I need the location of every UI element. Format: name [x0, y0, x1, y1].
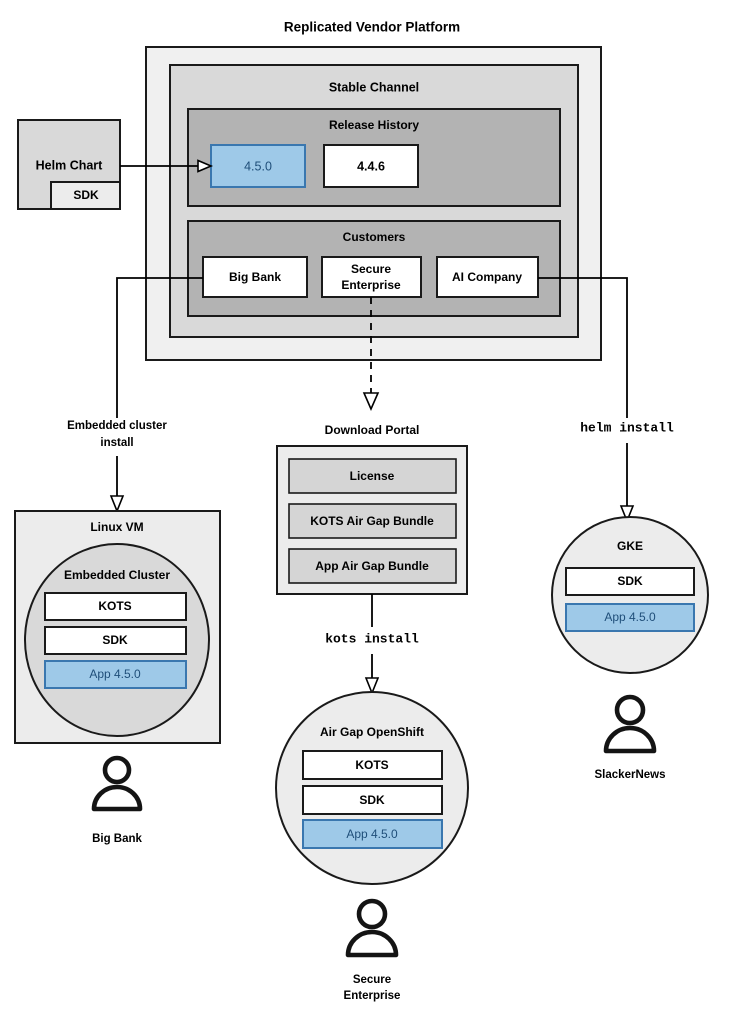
customer-secure-enterprise-label-line1: Secure	[351, 262, 391, 276]
actor-label-secure-enterprise-line2: Enterprise	[344, 990, 401, 1002]
release-4-5-0-label: 4.5.0	[244, 159, 272, 173]
artifact-kots-air-gap-bundle-box[interactable]	[288, 503, 457, 539]
linuxvm-component-kots-box[interactable]	[44, 592, 187, 621]
linux-vm-title: Linux VM	[90, 520, 143, 534]
person-icon-slackernews	[603, 694, 657, 754]
release-history-title: Release History	[329, 118, 419, 132]
customer-secure-enterprise-label-line2: Enterprise	[341, 278, 401, 292]
actor-label-slackernews: SlackerNews	[595, 769, 666, 781]
arrowhead-install-to-linuxvm	[109, 495, 125, 514]
linuxvm-component-kots-label: KOTS	[98, 599, 131, 613]
customer-big-bank-box[interactable]	[202, 256, 308, 298]
artifact-license-label: License	[350, 469, 395, 483]
openshift-component-app-box[interactable]	[302, 819, 443, 849]
release-4-4-6-label: 4.4.6	[357, 159, 385, 173]
release-4-5-0-box[interactable]	[210, 144, 306, 188]
customer-ai-company-label: AI Company	[452, 270, 522, 284]
openshift-component-kots-box[interactable]	[302, 750, 443, 780]
helm-chart-sdk-label: SDK	[73, 188, 99, 202]
gke-component-app-box[interactable]	[565, 603, 695, 632]
gke-component-app-label: App 4.5.0	[604, 610, 656, 624]
gke-component-sdk-label: SDK	[617, 574, 643, 588]
linuxvm-component-sdk-box[interactable]	[44, 626, 187, 655]
air-gap-openshift-title: Air Gap OpenShift	[320, 725, 424, 739]
embedded-cluster-install-label-line1: Embedded cluster	[67, 420, 167, 432]
helm-chart-sdk-box[interactable]	[50, 181, 121, 210]
arrowhead-helm-to-release	[197, 159, 214, 173]
arrowhead-secureenterprise-to-portal	[362, 392, 380, 411]
page-title: Replicated Vendor Platform	[284, 20, 460, 35]
linuxvm-component-app-label: App 4.5.0	[89, 667, 141, 681]
artifact-kots-air-gap-bundle-label: KOTS Air Gap Bundle	[310, 514, 434, 528]
openshift-component-kots-label: KOTS	[355, 758, 388, 772]
openshift-component-app-label: App 4.5.0	[346, 827, 398, 841]
person-icon-secure-enterprise	[345, 898, 399, 958]
openshift-component-sdk-label: SDK	[359, 793, 385, 807]
linuxvm-component-sdk-label: SDK	[102, 633, 128, 647]
customer-ai-company-box[interactable]	[436, 256, 539, 298]
release-4-4-6-box[interactable]	[323, 144, 419, 188]
embedded-cluster-title: Embedded Cluster	[64, 568, 170, 582]
download-portal-title: Download Portal	[325, 423, 420, 437]
connector-bigbank-to-linuxvm	[116, 277, 203, 418]
arrowhead-kotsinstall-to-openshift	[364, 677, 380, 696]
kots-install-label: kots install	[325, 631, 419, 646]
stable-channel-title: Stable Channel	[329, 80, 419, 94]
openshift-component-sdk-box[interactable]	[302, 785, 443, 815]
helm-install-label: helm install	[580, 420, 674, 435]
gke-component-sdk-box[interactable]	[565, 567, 695, 596]
arrowhead-helminstall-to-gke	[619, 505, 635, 524]
helm-chart-label: Helm Chart	[36, 158, 104, 172]
gke-title: GKE	[617, 539, 643, 553]
artifact-license-box[interactable]	[288, 458, 457, 494]
person-icon-big-bank	[91, 755, 143, 812]
linuxvm-component-app-box[interactable]	[44, 660, 187, 689]
actor-label-big-bank: Big Bank	[92, 833, 142, 845]
actor-label-secure-enterprise-line1: Secure	[353, 974, 391, 986]
embedded-cluster-install-label-line2: install	[100, 437, 133, 449]
artifact-app-air-gap-bundle-label: App Air Gap Bundle	[315, 559, 429, 573]
artifact-app-air-gap-bundle-box[interactable]	[288, 548, 457, 584]
connector-aicompany-to-gke	[538, 277, 628, 418]
customer-big-bank-label: Big Bank	[229, 270, 281, 284]
customers-title: Customers	[343, 230, 406, 244]
customer-secure-enterprise-box[interactable]	[321, 256, 422, 298]
